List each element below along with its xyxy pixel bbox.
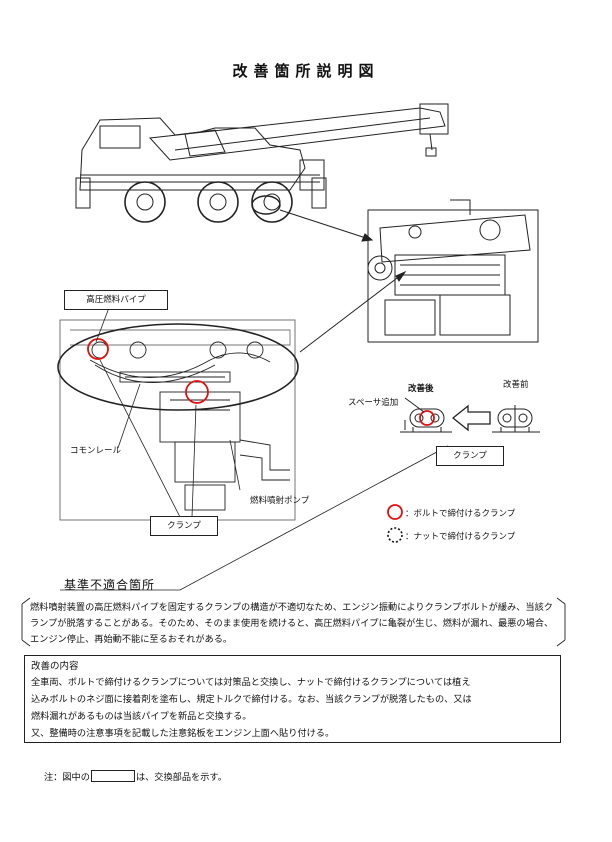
- page-title: 改善箇所説明図: [232, 62, 380, 80]
- label-common-rail: コモンレール: [70, 446, 122, 456]
- bolt-clamp-marker-2: [185, 380, 209, 404]
- label-clamp-left: クランプ: [150, 516, 218, 536]
- improvement-line: 又、整備時の注意事項を記載した注意銘板をエンジン上面へ貼り付ける。: [31, 728, 335, 739]
- label-after: 改善後: [408, 384, 434, 394]
- engine-illustration: [367, 199, 539, 343]
- improvement-box: [24, 655, 561, 743]
- footnote: 注：図中の は、交換部品を示す。: [44, 769, 227, 783]
- improvement-line: 燃料漏れがあるものは当該パイプを新品と交換する。: [31, 711, 252, 722]
- replacement-part-box-sample: [90, 770, 135, 782]
- improvement-line: 全車両、ボルトで締付けるクランプについては対策品と交換し、ナットで締付けるクラン…: [31, 677, 471, 688]
- before-to-after-arrow: [451, 404, 491, 432]
- nonconformity-bracket: [21, 597, 566, 647]
- improvement-title: 改善の内容: [31, 661, 79, 672]
- leader-lines: [60, 304, 449, 591]
- legend-bolt-text: ：ボルトで締付けるクランプ: [405, 509, 516, 519]
- nonconformity-heading: 基準不適合箇所: [64, 578, 156, 592]
- label-spacer: スペーサ追加: [348, 398, 399, 408]
- bolt-clamp-marker-1: [87, 338, 109, 360]
- legend-nut-marker: [387, 527, 403, 543]
- clamp-before-figure: [492, 405, 540, 433]
- legend-bolt-marker: [387, 504, 403, 520]
- label-high-pressure-pipe: 高圧燃料パイプ: [64, 290, 168, 310]
- label-before: 改善前: [503, 380, 529, 390]
- improvement-line: 込みボルトのネジ面に接着剤を塗布し、規定トルクで締付ける。なお、当該クランプが脱…: [31, 694, 472, 705]
- injection-detail: [57, 319, 299, 521]
- crane-illustration: [75, 103, 449, 223]
- label-injection-pump: 燃料噴射ポンプ: [250, 496, 310, 506]
- callout-ellipse: [57, 323, 299, 411]
- clamp-after-figure: [400, 397, 452, 433]
- label-clamp-right: クランプ: [436, 446, 504, 466]
- footnote-prefix: 注：図中の: [44, 772, 90, 783]
- legend-nut-text: ：ナットで締付けるクランプ: [405, 532, 516, 542]
- footnote-suffix: は、交換部品を示す。: [135, 772, 227, 783]
- nonconformity-text: 燃料噴射装置の高圧燃料パイプを固定するクランプの構造が不適切なため、エンジン振動…: [30, 602, 554, 645]
- pointer-arrows: [279, 209, 407, 353]
